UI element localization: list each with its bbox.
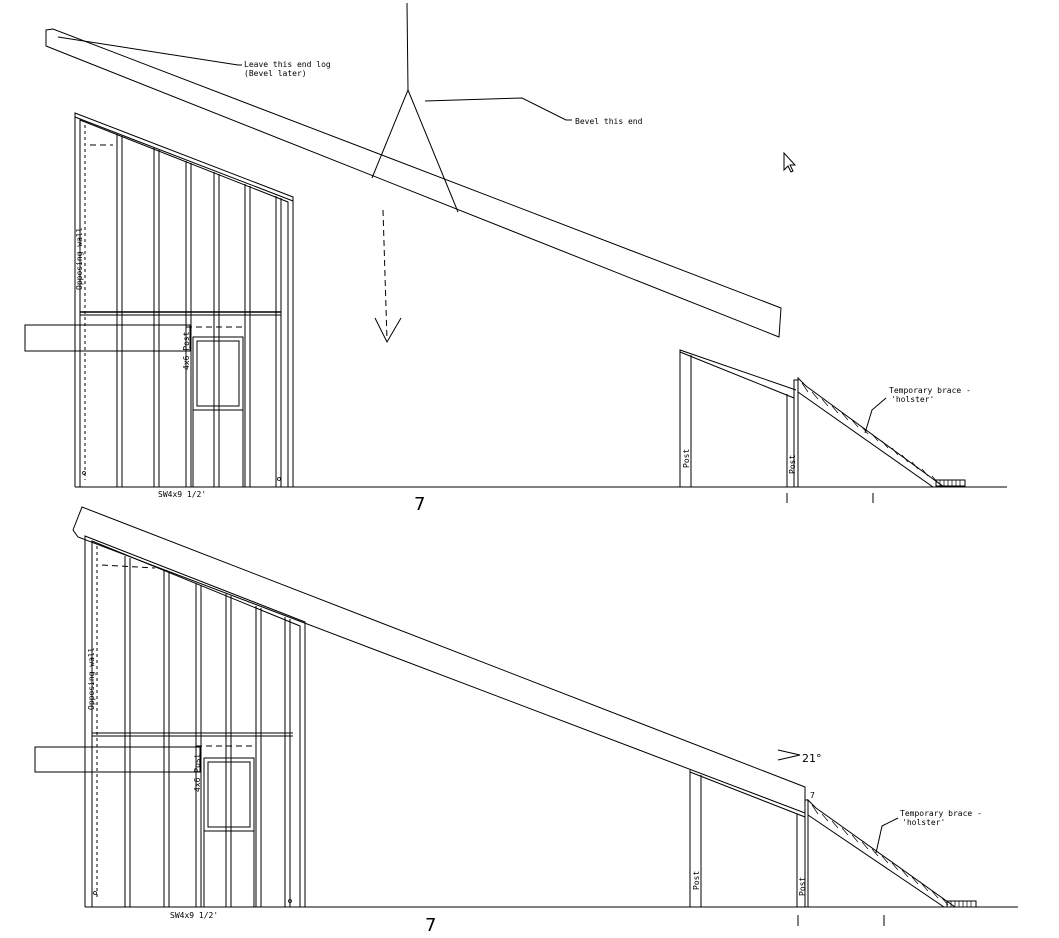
top-view: Leave this end log (Bevel later) Bevel t…: [24, 2, 1007, 515]
top-right-wall: [679, 349, 799, 488]
bottom-brace-line2: 'holster': [902, 818, 945, 827]
top-brace-leader: [864, 397, 887, 434]
angle-label: 21°: [802, 752, 822, 765]
bottom-opposing-wall-label: Opposing wall: [87, 647, 96, 710]
bottom-right-wall: [689, 770, 809, 908]
bottom-brace-leader: [875, 817, 899, 854]
bottom-dimension: 7: [425, 915, 436, 936]
bevel-note: Bevel this end: [575, 117, 643, 126]
drop-arrow-line: [382, 209, 388, 341]
bottom-mark: 7: [810, 791, 815, 800]
drop-arrow-head: [374, 317, 402, 344]
leave-note-line1: Leave this end log: [244, 60, 331, 69]
top-brace-line2: 'holster': [891, 395, 934, 404]
bottom-rafter-beam: [72, 506, 806, 814]
bottom-beam-end: [34, 746, 201, 773]
mouse-cursor-icon: [783, 151, 797, 173]
top-post-left-label: Post: [682, 449, 691, 468]
bottom-sw-label: SW4x9 1/2': [170, 911, 218, 920]
leave-note-leader: [57, 36, 242, 66]
top-sw-label: SW4x9 1/2': [158, 490, 206, 499]
bevel-note-leader: [424, 97, 572, 121]
bottom-temporary-brace: [807, 798, 977, 908]
top-rafter-beam: [45, 28, 782, 338]
leave-note-line2: (Bevel later): [244, 69, 307, 78]
top-dimension: 7: [414, 494, 425, 515]
bevel-leader: [371, 2, 409, 179]
top-brace-line1: Temporary brace -: [889, 386, 971, 395]
top-beam-end: [24, 324, 191, 352]
bottom-brace-line1: Temporary brace -: [900, 809, 982, 818]
bottom-post-4x6-label: 4x6 Post: [193, 753, 202, 792]
angle-arrow: [777, 749, 801, 761]
bottom-left-wall: [84, 535, 306, 907]
top-left-wall: [74, 112, 294, 487]
bottom-view: Opposing wall 4x6 Post SW4x9 1/2' 7 21° …: [34, 506, 1018, 936]
top-post-4x6-label: 4x6 Post: [182, 331, 191, 370]
bottom-post-left-label: Post: [692, 871, 701, 890]
top-post-right-label: Post: [788, 455, 797, 474]
top-temporary-brace: [797, 376, 966, 488]
bottom-post-right-label: Post: [798, 877, 807, 896]
top-opposing-wall-label: Opposing wall: [75, 227, 84, 290]
bevel-leader-right: [407, 89, 459, 213]
